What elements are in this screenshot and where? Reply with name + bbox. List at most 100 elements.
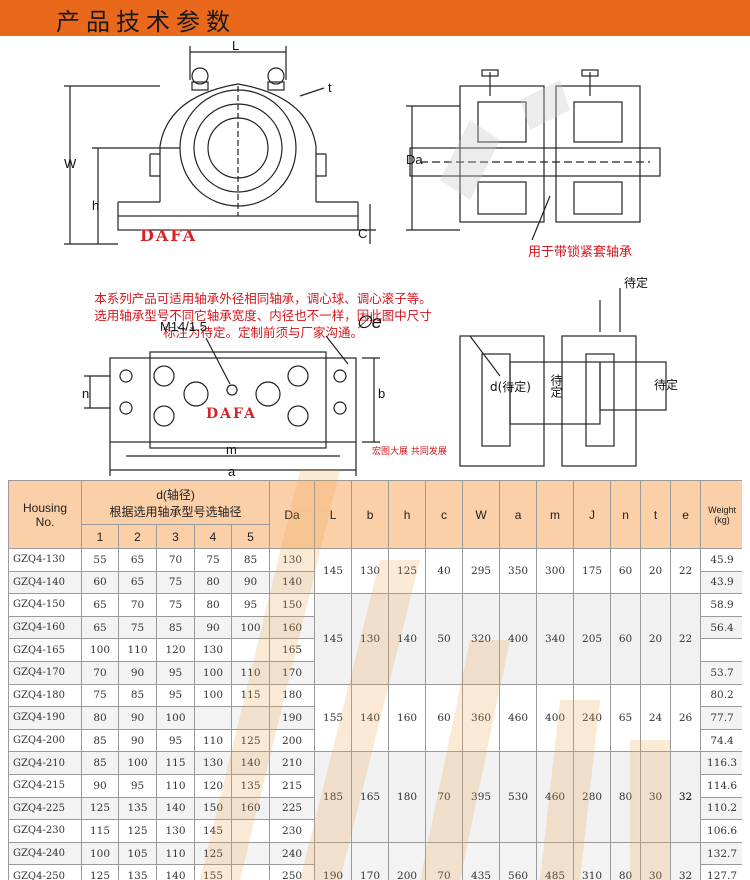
cell-L: 155 — [314, 683, 353, 753]
brand-logo-plan: DAFA — [206, 406, 257, 422]
cell-model: GZQ4-215 — [8, 773, 82, 798]
cell-d-2: 95 — [118, 773, 157, 798]
col-d-label: d(轴径) — [156, 487, 195, 502]
cell-c: 60 — [425, 683, 464, 753]
product-note: 本系列产品可适用轴承外径相同轴承，调心球、调心滚子等。 选用轴承型号不同它轴承宽… — [58, 290, 468, 341]
cell-d-5: 85 — [230, 548, 271, 572]
cell-Da: 230 — [269, 819, 316, 843]
cell-weight: 132.7 — [700, 841, 742, 866]
cell-d-1: 75 — [81, 683, 119, 708]
cell-weight: 43.9 — [700, 570, 742, 595]
cell-model: GZQ4-130 — [8, 548, 82, 572]
brand-logo-top: DAFA — [140, 226, 198, 245]
cell-d-4: 80 — [194, 570, 232, 595]
cell-weight: 106.6 — [700, 819, 742, 843]
cell-e: 32 — [670, 751, 702, 843]
cell-d-2: 90 — [118, 706, 157, 730]
cell-c: 70 — [425, 751, 464, 843]
cell-model: GZQ4-200 — [8, 728, 82, 753]
cell-Da: 165 — [269, 638, 316, 662]
cell-m: 340 — [536, 593, 575, 685]
cell-d-5: 115 — [230, 683, 271, 708]
cell-d-2: 90 — [118, 728, 157, 753]
cell-W: 360 — [462, 683, 501, 753]
dim-e-letter: e — [371, 312, 382, 332]
technical-drawing: L t W h C DAFA Da 用于带锁紧套轴承 本系列产品可适用轴承外径相… — [0, 36, 750, 480]
cell-model: GZQ4-160 — [8, 615, 82, 640]
col-L: L — [314, 480, 353, 549]
dim-m: m — [226, 442, 237, 457]
cell-Da: 215 — [269, 773, 316, 798]
cell-Da: 200 — [269, 728, 316, 753]
cell-J: 310 — [573, 841, 612, 880]
cell-J: 240 — [573, 683, 612, 753]
cell-d-5: 95 — [230, 593, 271, 617]
cell-d-4: 130 — [194, 751, 232, 775]
cell-weight: 116.3 — [700, 751, 742, 775]
cell-t: 30 — [640, 841, 672, 880]
plan-view — [84, 335, 380, 476]
cell-model: GZQ4-165 — [8, 638, 82, 662]
col-d-3: 3 — [156, 524, 195, 549]
col-d: d(轴径) 根据选用轴承型号选轴径 — [80, 480, 271, 525]
cell-d-1: 65 — [81, 593, 119, 617]
cell-W: 395 — [462, 751, 501, 843]
cell-d-5 — [230, 841, 271, 866]
col-n: n — [610, 480, 642, 549]
cell-weight: 58.9 — [700, 593, 742, 617]
cell-weight: 80.2 — [700, 683, 742, 708]
cell-d-4: 130 — [194, 638, 232, 662]
col-e: e — [670, 480, 702, 549]
col-d-sublabel: 根据选用轴承型号选轴径 — [109, 504, 242, 519]
cell-h: 125 — [388, 547, 427, 595]
note-line: 标注为待定。定制前须与厂家沟通。 — [162, 325, 363, 340]
cell-L: 145 — [314, 547, 353, 595]
cell-d-1: 55 — [81, 548, 119, 572]
cell-d-1: 80 — [81, 706, 119, 730]
cell-h: 160 — [388, 683, 427, 753]
cell-model: GZQ4-150 — [8, 593, 82, 617]
col-h: h — [388, 480, 427, 549]
cell-d-2: 75 — [118, 615, 157, 640]
cell-Da: 225 — [269, 796, 316, 821]
cell-d-5: 90 — [230, 570, 271, 595]
cell-d-3: 140 — [156, 796, 195, 821]
cell-d-5 — [230, 864, 271, 880]
cell-d-3: 95 — [156, 728, 195, 753]
cell-d-2: 100 — [118, 751, 157, 775]
cell-d-4: 120 — [194, 773, 232, 798]
cell-d-4: 90 — [194, 615, 232, 640]
cell-Da: 140 — [269, 570, 316, 595]
cell-Da: 150 — [269, 593, 316, 617]
header-bar: 产品技术参数 — [0, 0, 750, 36]
col-W: W — [462, 480, 501, 549]
cell-a: 460 — [499, 683, 538, 753]
col-m: m — [536, 480, 575, 549]
cell-b: 130 — [351, 547, 390, 595]
cell-c: 40 — [425, 547, 464, 595]
cell-d-3: 75 — [156, 593, 195, 617]
cell-W: 295 — [462, 547, 501, 595]
cell-a: 400 — [499, 593, 538, 685]
cell-d-5 — [230, 706, 271, 730]
dim-W: W — [64, 156, 77, 171]
cell-n: 80 — [610, 841, 642, 880]
cell-d-2: 135 — [118, 864, 157, 880]
cell-t: 20 — [640, 593, 672, 685]
cell-d-1: 125 — [81, 864, 119, 880]
cell-weight: 56.4 — [700, 615, 742, 640]
cell-W: 320 — [462, 593, 501, 685]
cell-weight: 45.9 — [700, 548, 742, 572]
cell-model: GZQ4-210 — [8, 751, 82, 775]
cell-a: 350 — [499, 547, 538, 595]
col-t: t — [640, 480, 672, 549]
cell-d-3: 70 — [156, 548, 195, 572]
cell-d-3: 75 — [156, 570, 195, 595]
